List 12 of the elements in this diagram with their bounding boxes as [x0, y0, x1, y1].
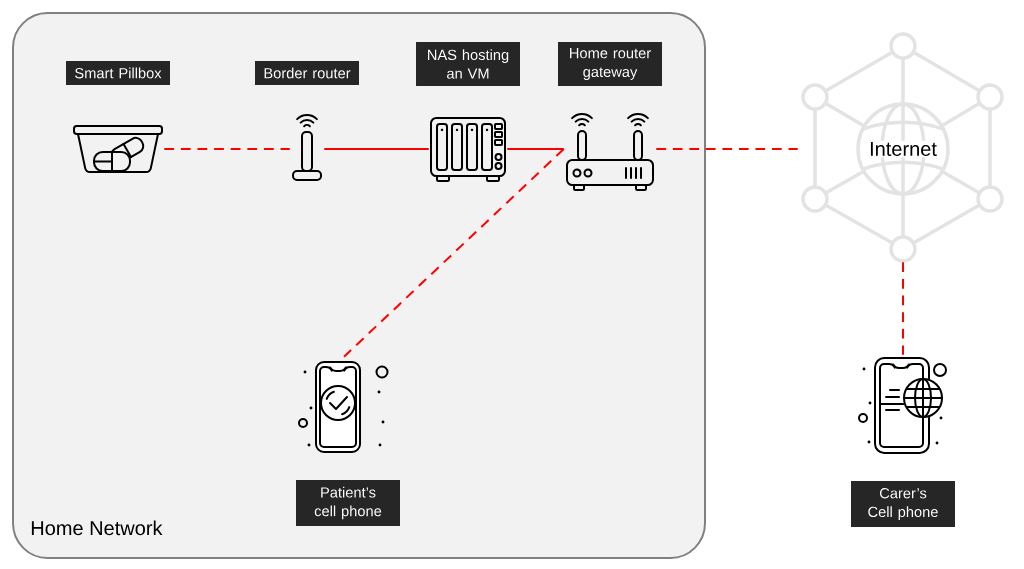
device-label: Border router [255, 61, 359, 85]
connector-line [506, 148, 565, 150]
device-label: NAS hosting an VM [416, 42, 520, 86]
connector-line [163, 148, 291, 150]
connector-line [655, 148, 799, 150]
connector-line [323, 148, 430, 150]
connector-line [343, 148, 565, 358]
device-label: Carer’s Cell phone [851, 481, 955, 527]
device-label: Smart Pillbox [66, 61, 170, 85]
connector-line [902, 261, 904, 356]
device-label: Patient’s cell phone [296, 480, 400, 526]
device-label: Home router gateway [558, 42, 662, 86]
